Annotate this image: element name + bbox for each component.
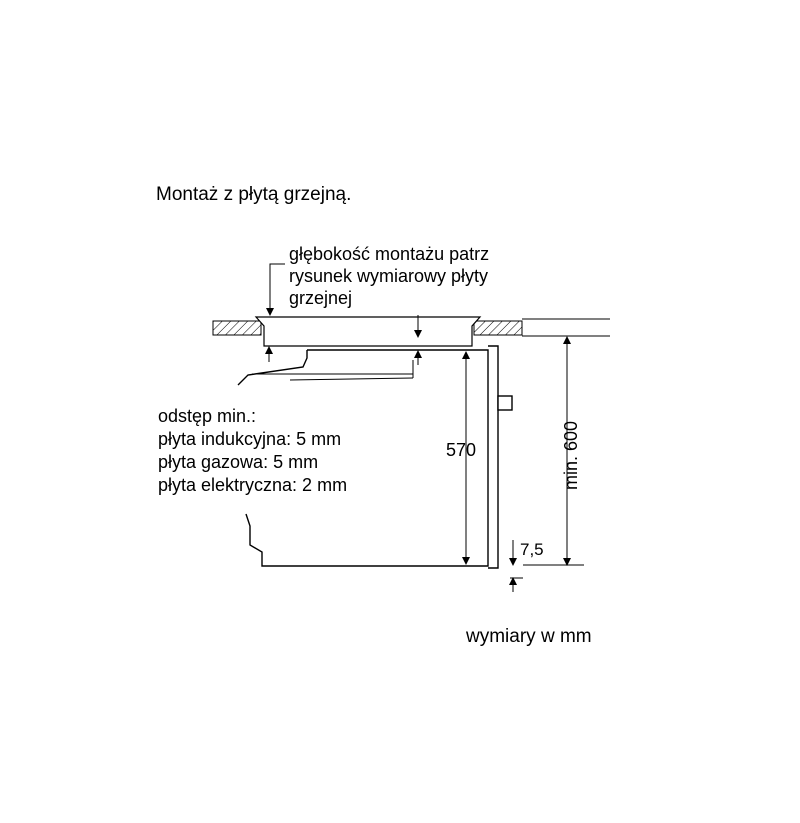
gap-note-line-1: odstęp min.: xyxy=(158,406,257,426)
diagram-title: Montaż z płytą grzejną. xyxy=(156,184,352,205)
depth-note-line-2: rysunek wymiarowy płyty xyxy=(289,266,489,286)
depth-note-leader xyxy=(266,263,285,316)
gap-note-line-3: płyta gazowa: 5 mm xyxy=(158,452,319,472)
dimension-570-label: 570 xyxy=(446,440,477,460)
gap-arrows xyxy=(265,315,422,365)
gap-note-line-4: płyta elektryczna: 2 mm xyxy=(158,475,348,495)
dimension-7-5-label: 7,5 xyxy=(520,540,544,559)
oven-body xyxy=(237,345,513,569)
hob xyxy=(254,316,482,347)
units-note: wymiary w mm xyxy=(466,626,592,647)
dimension-min-600-label: min. 600 xyxy=(561,420,581,490)
depth-note-line-3: grzejnej xyxy=(289,288,353,308)
countertop xyxy=(212,320,523,336)
gap-note: odstęp min.: płyta indukcyjna: 5 mm płyt… xyxy=(158,405,347,497)
gap-leader-diagonal xyxy=(289,377,414,381)
depth-note: głębokość montażu patrz rysunek wymiarow… xyxy=(289,243,489,309)
gap-note-line-2: płyta indukcyjna: 5 mm xyxy=(158,429,342,449)
depth-note-line-1: głębokość montażu patrz xyxy=(289,244,490,264)
